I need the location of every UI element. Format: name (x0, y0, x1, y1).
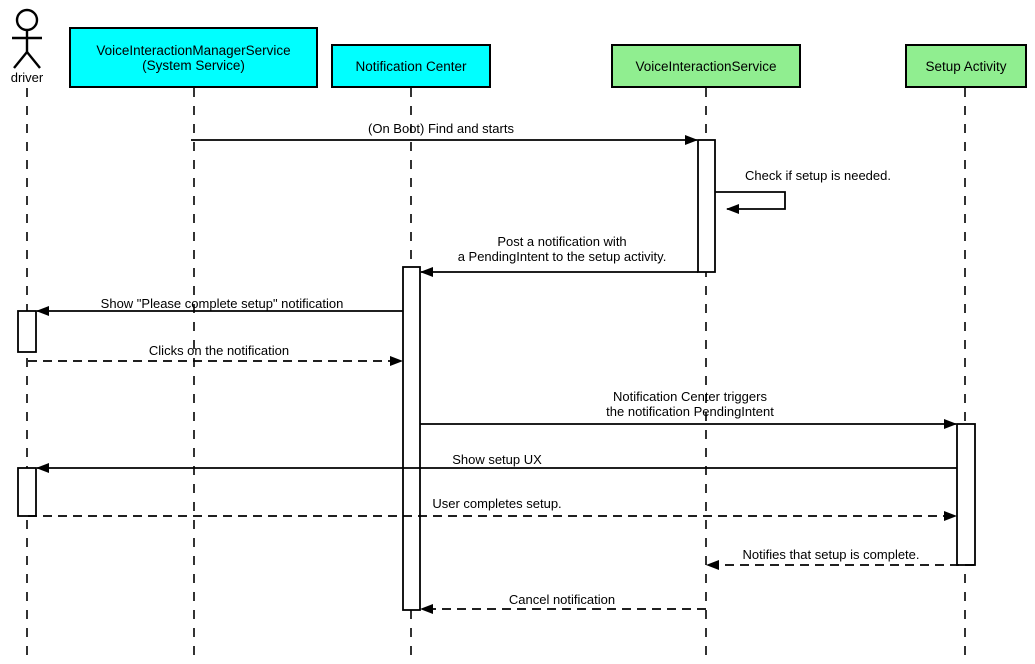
actor-stick-figure (12, 8, 42, 69)
message-label-m10: Cancel notification (302, 592, 822, 607)
participant-label-notifcenter: Notification Center (355, 58, 467, 74)
message-label-line1-m3: Post a notification with (497, 234, 627, 249)
message-label-line1-m1: (On Boot) Find and starts (368, 121, 514, 136)
message-label-m5: Clicks on the notification (0, 343, 479, 358)
message-arrow-m2 (715, 191, 786, 214)
message-label-m8: User completes setup. (237, 496, 757, 511)
actor-leg-right-icon (26, 51, 41, 69)
activation-box-act-driver-2 (17, 467, 37, 517)
message-label-m7: Show setup UX (237, 452, 757, 467)
participant-box-vims[interactable]: VoiceInteractionManagerService(System Se… (69, 27, 318, 88)
participant-box-vis[interactable]: VoiceInteractionService (611, 44, 801, 88)
participant-sublabel-vims: (System Service) (142, 57, 245, 73)
participant-box-setupactivity[interactable]: Setup Activity (905, 44, 1027, 88)
message-label-line2-m3: a PendingIntent to the setup activity. (457, 249, 667, 265)
message-label-m2: Check if setup is needed. (558, 168, 1035, 183)
activation-box-act-vis-1 (697, 139, 716, 273)
message-label-m4: Show "Please complete setup" notificatio… (0, 296, 482, 311)
message-label-line1-m10: Cancel notification (508, 592, 616, 607)
participant-label-vis: VoiceInteractionService (635, 58, 777, 74)
actor-head-icon (15, 8, 39, 32)
message-label-m1: (On Boot) Find and starts (181, 121, 701, 136)
message-label-line1-m5: Clicks on the notification (148, 343, 290, 358)
message-label-line1-m7: Show setup UX (452, 452, 542, 467)
activation-box-act-setup-1 (956, 423, 976, 566)
message-label-line1-m9: Notifies that setup is complete. (742, 547, 920, 562)
participant-label-setupactivity: Setup Activity (925, 58, 1007, 74)
message-label-line1-m8: User completes setup. (432, 496, 562, 511)
participant-label-vims: VoiceInteractionManagerService(System Se… (96, 42, 291, 73)
actor-leg-left-icon (13, 51, 28, 69)
message-label-line1-m6: Notification Center triggers (613, 389, 767, 404)
message-label-m9: Notifies that setup is complete. (571, 547, 1035, 562)
activation-box-act-driver-1 (17, 310, 37, 353)
activation-box-act-notif-1 (402, 266, 421, 611)
participant-box-notifcenter[interactable]: Notification Center (331, 44, 491, 88)
message-arrows-group (28, 135, 974, 614)
message-label-line1-m2: Check if setup is needed. (745, 168, 891, 183)
message-label-line1-m4: Show "Please complete setup" notificatio… (100, 296, 344, 311)
actor-label-driver: driver (10, 70, 44, 85)
message-label-line2-m6: the notification PendingIntent (606, 404, 774, 420)
activation-boxes-group (17, 139, 976, 611)
